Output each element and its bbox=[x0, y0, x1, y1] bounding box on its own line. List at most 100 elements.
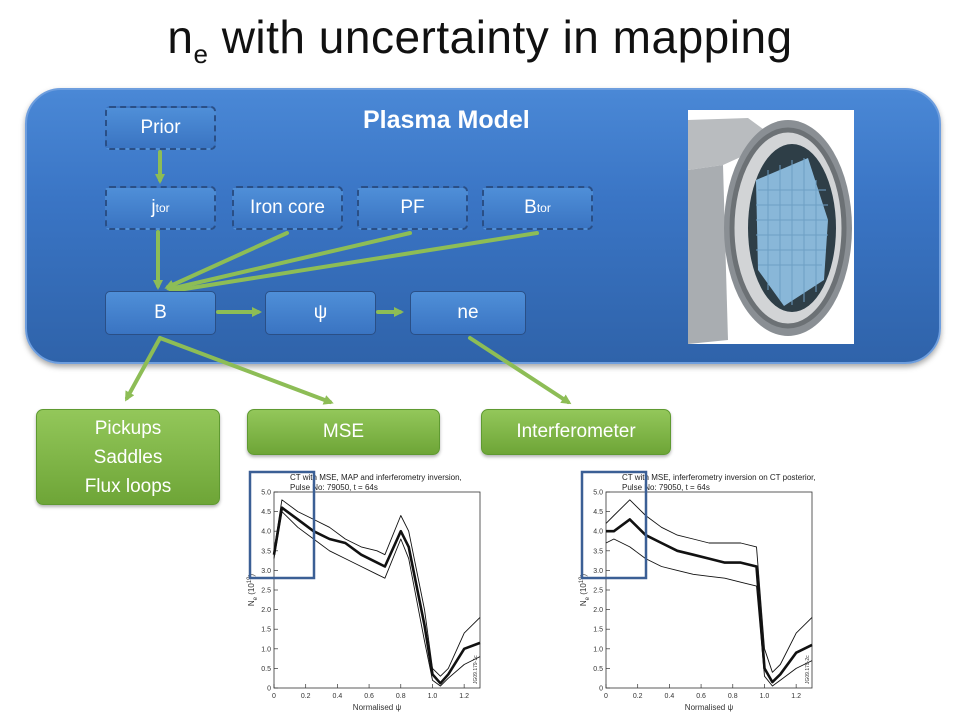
title-rest: with uncertainty in mapping bbox=[208, 11, 793, 63]
b-label: B bbox=[154, 302, 167, 323]
y-tick-label: 4.0 bbox=[261, 529, 271, 536]
arrow-btor-to-b bbox=[168, 231, 539, 295]
ne-profile-plot-map: CT with MSE, MAP and inferferometry inve… bbox=[247, 470, 481, 712]
chart-subtitle: Pulse No: 79050, t = 64s bbox=[290, 483, 378, 492]
x-tick-label: 0.8 bbox=[396, 693, 406, 700]
pf-label: PF bbox=[400, 197, 425, 218]
arrow-ne-to-interferometer bbox=[468, 336, 572, 405]
arrow-pf-to-b bbox=[166, 231, 412, 293]
x-tick-label: 1.0 bbox=[428, 693, 438, 700]
title-subscript: e bbox=[193, 39, 209, 70]
mse-sensor: MSE bbox=[247, 409, 440, 455]
arrow-ironcore-to-b bbox=[164, 231, 289, 290]
slide-title: ne with uncertainty in mapping bbox=[0, 10, 960, 70]
arrow-b-to-mse bbox=[158, 336, 334, 405]
chart-subtitle: Pulse No: 79050, t = 64s bbox=[622, 483, 710, 492]
y-tick-label: 0 bbox=[599, 686, 603, 693]
highlight-box bbox=[580, 470, 648, 580]
jtor-subscript: tor bbox=[155, 201, 170, 215]
interferometer-label: Interferometer bbox=[516, 421, 636, 442]
y-tick-label: 2.5 bbox=[593, 588, 603, 595]
ne-label: ne bbox=[457, 302, 479, 323]
figure-id-label: JG09.179-2c bbox=[805, 655, 811, 684]
figure-id-label: JG09.179-1c bbox=[473, 655, 479, 684]
x-tick-label: 0.4 bbox=[665, 693, 675, 700]
series-line-upper bbox=[273, 499, 481, 677]
ne-profile-plot-posterior: CT with MSE, inferferometry inversion on… bbox=[579, 470, 816, 712]
chart-title: CT with MSE, inferferometry inversion on… bbox=[622, 473, 816, 482]
y-tick-label: 3.5 bbox=[261, 548, 271, 555]
psi-node: ψ bbox=[265, 291, 376, 335]
y-axis-label-part: 19 bbox=[579, 576, 585, 583]
flux-loops-label: Flux loops bbox=[84, 475, 172, 497]
highlight-box bbox=[248, 470, 316, 580]
y-tick-label: 4.5 bbox=[593, 509, 603, 516]
y-axis-label-part: N bbox=[579, 600, 588, 606]
title-base: n bbox=[167, 11, 194, 63]
y-tick-label: 1.5 bbox=[261, 627, 271, 634]
y-tick-label: 0.5 bbox=[593, 666, 603, 673]
x-axis-label: Normalised ψ bbox=[685, 703, 734, 712]
btor-subscript: tor bbox=[536, 201, 551, 215]
chart-title: CT with MSE, MAP and inferferometry inve… bbox=[290, 473, 462, 482]
y-tick-label: 1.0 bbox=[593, 646, 603, 653]
plasma-model-title: Plasma Model bbox=[363, 106, 530, 134]
b-node: B bbox=[105, 291, 216, 335]
x-tick-label: 0.6 bbox=[364, 693, 374, 700]
y-axis-label: Ne (1019) bbox=[247, 574, 259, 607]
y-axis-label-part: e bbox=[585, 596, 591, 600]
y-tick-label: 1.5 bbox=[593, 627, 603, 634]
saddles-label: Saddles bbox=[93, 446, 163, 468]
ne-node: ne bbox=[410, 291, 526, 335]
series-line-mean bbox=[272, 506, 481, 685]
x-tick-label: 0 bbox=[604, 693, 608, 700]
y-tick-label: 3.0 bbox=[261, 568, 271, 575]
x-tick-label: 0.8 bbox=[728, 693, 738, 700]
plot-frame bbox=[605, 491, 813, 689]
series-line-lower bbox=[273, 511, 481, 687]
tokamak-vessel-image bbox=[688, 110, 854, 344]
y-tick-label: 2.0 bbox=[261, 607, 271, 614]
pf-node: PF bbox=[357, 186, 468, 230]
y-tick-label: 4.5 bbox=[261, 509, 271, 516]
y-axis-label: Ne (1019) bbox=[579, 574, 591, 607]
y-axis-label-part: N bbox=[247, 600, 256, 606]
arrow-b-to-pickups bbox=[125, 336, 162, 402]
y-axis-label-part: ) bbox=[247, 574, 256, 577]
y-tick-label: 0 bbox=[267, 686, 271, 693]
y-tick-label: 1.0 bbox=[261, 646, 271, 653]
y-tick-label: 3.0 bbox=[593, 568, 603, 575]
interferometer-sensor: Interferometer bbox=[481, 409, 671, 455]
y-axis-label-part: ) bbox=[579, 574, 588, 577]
mse-label: MSE bbox=[322, 421, 365, 442]
pickups-label: Pickups bbox=[94, 417, 162, 439]
btor-label: B bbox=[524, 197, 537, 218]
y-axis-label-part: e bbox=[253, 596, 259, 600]
series-line-upper bbox=[605, 499, 813, 673]
x-tick-label: 1.2 bbox=[791, 693, 801, 700]
x-tick-label: 0.6 bbox=[696, 693, 706, 700]
iron-core-node: Iron core bbox=[232, 186, 343, 230]
y-tick-label: 2.0 bbox=[593, 607, 603, 614]
y-tick-label: 3.5 bbox=[593, 548, 603, 555]
x-axis-label: Normalised ψ bbox=[353, 703, 402, 712]
prior-node: Prior bbox=[105, 106, 216, 150]
x-tick-label: 1.2 bbox=[459, 693, 469, 700]
y-axis-label-part: (10 bbox=[247, 583, 256, 597]
series-line-lower bbox=[605, 538, 813, 687]
psi-label: ψ bbox=[313, 302, 328, 323]
x-tick-label: 1.0 bbox=[760, 693, 770, 700]
x-tick-label: 0.2 bbox=[301, 693, 311, 700]
y-axis-label-part: (10 bbox=[579, 583, 588, 597]
y-tick-label: 5.0 bbox=[261, 490, 271, 497]
y-tick-label: 5.0 bbox=[593, 490, 603, 497]
series-line-mean bbox=[606, 518, 813, 684]
y-tick-label: 0.5 bbox=[261, 666, 271, 673]
plot-frame bbox=[273, 491, 481, 689]
pickups-sensor: Pickups Saddles Flux loops bbox=[36, 409, 220, 505]
prior-label: Prior bbox=[140, 117, 181, 138]
x-tick-label: 0.4 bbox=[333, 693, 343, 700]
iron-core-label: Iron core bbox=[250, 197, 325, 218]
y-tick-label: 4.0 bbox=[593, 529, 603, 536]
